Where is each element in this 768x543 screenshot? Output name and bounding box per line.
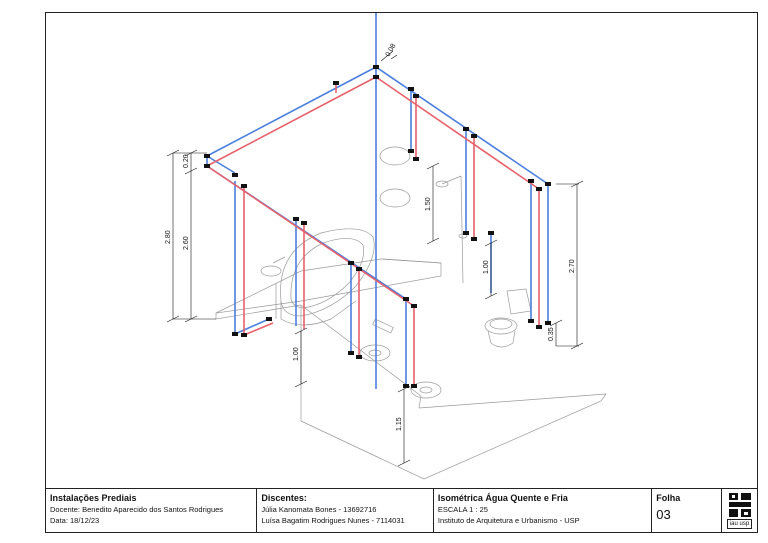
toilet-fixture [484, 288, 532, 348]
dim-100-sink: 1.00 [293, 347, 300, 361]
dim-150: 1.50 [425, 197, 432, 211]
folha-label: Folha [656, 493, 681, 503]
sink-basins [359, 318, 442, 399]
dim-115: 1.15 [396, 417, 403, 431]
student-2: Luísa Bagatim Rodrigues Nunes - 7114031 [261, 516, 405, 525]
sheet-number-cell: Folha 03 [652, 489, 723, 532]
dim-035: 0.35 [548, 327, 555, 341]
sheet-info: Isométrica Água Quente e Fria ESCALA 1 :… [434, 489, 653, 532]
iau-logo-icon [728, 493, 751, 517]
course-title: Instalações Prediais [50, 493, 137, 503]
drawing-sheet: 0.08 0.20 2.80 2.60 1.50 1.00 2.70 0.35 … [45, 12, 758, 489]
course-info: Instalações Prediais Docente: Benedito A… [46, 489, 258, 532]
student-1: Júlia Kanomata Bones - 13692716 [261, 505, 377, 514]
dimension-lines [166, 50, 584, 467]
dim-100-shower: 1.00 [483, 260, 490, 274]
dim-280: 2.80 [165, 230, 172, 244]
teacher-name: Docente: Benedito Aparecido dos Santos R… [50, 505, 224, 514]
students-title: Discentes: [261, 493, 307, 503]
logo-cell: iau usp [722, 489, 757, 532]
dim-020: 0.20 [183, 154, 190, 168]
pipe-fittings [204, 65, 551, 388]
date-text: Data: 18/12/23 [50, 516, 100, 525]
folha-number: 03 [656, 507, 671, 522]
students-info: Discentes: Júlia Kanomata Bones - 136927… [257, 489, 434, 532]
institution-text: Instituto de Arquitetura e Urbanismo - U… [437, 516, 580, 525]
isometric-drawing: 0.08 0.20 2.80 2.60 1.50 1.00 2.70 0.35 … [165, 13, 607, 480]
sheet-title: Isométrica Água Quente e Fria [437, 493, 568, 503]
wall-openings [379, 146, 411, 208]
dim-260: 2.60 [183, 236, 190, 250]
title-block: Instalações Prediais Docente: Benedito A… [45, 489, 758, 533]
bathtub [280, 228, 375, 326]
logo-caption: iau usp [726, 519, 753, 529]
scale-text: ESCALA 1 : 25 [437, 505, 488, 514]
dim-270: 2.70 [569, 259, 576, 273]
bathtub-fixture [260, 256, 286, 319]
